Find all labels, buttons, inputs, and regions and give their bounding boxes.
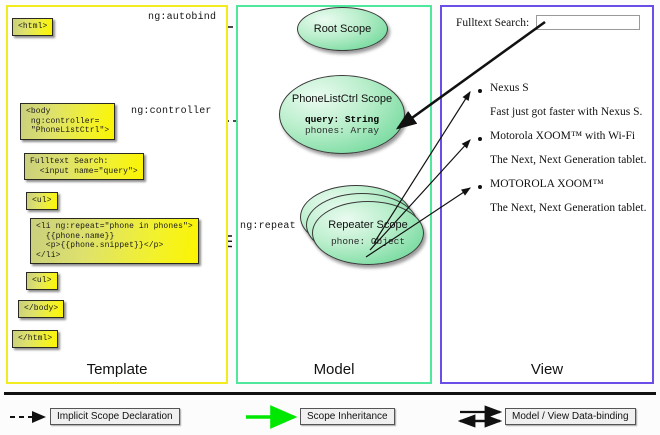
legend-label-model-view-data-binding: Model / View Data-binding [505,408,636,425]
view-search-input[interactable] [536,15,640,30]
column-label-model: Model [313,361,355,378]
root-scope-title: Root Scope [313,22,372,35]
view-bullet-2 [478,185,482,189]
code-box-ul-close: <ul> [26,272,58,290]
repeater-scope-title: Repeater Scope [328,218,408,231]
code-box-html-close: </html> [12,330,59,348]
code-box-fulltext-search: Fulltext Search: <input name="query"> [24,153,144,180]
column-view: View [440,5,654,384]
legend-label-scope-inheritance: Scope Inheritance [300,408,395,425]
phonelistctrl-member-query: query: String [304,113,380,125]
root-scope-ellipse: Root Scope [297,7,388,51]
phonelistctrl-scope-title: PhoneListCtrl Scope [291,92,393,105]
legend-divider [4,392,656,395]
legend-double-arrow [457,405,503,428]
code-box-html-open: <html> [12,18,54,36]
code-box-body-open: <body ng:controller= "PhoneListCtrl"> [20,103,116,140]
label-ng-autobind: ng:autobind [148,12,217,23]
view-item-snippet-2: The Next, Next Generation tablet. [490,202,647,214]
column-template: Template [6,5,228,384]
legend-label-implicit-scope-declaration: Implicit Scope Declaration [50,408,180,425]
code-box-body-close: </body> [18,300,65,318]
column-label-view: View [530,361,564,378]
repeater-member-phone: phone: Object [330,235,406,247]
view-search-label: Fulltext Search: [456,17,530,29]
view-bullet-0 [478,89,482,93]
label-ng-repeat: ng:repeat [240,221,296,232]
view-bullet-1 [478,137,482,141]
label-ng-controller: ng:controller [131,106,212,117]
view-item-name-0: Nexus S [490,82,529,94]
view-item-snippet-1: The Next, Next Generation tablet. [490,154,647,166]
view-item-snippet-0: Fast just got faster with Nexus S. [490,106,643,118]
phonelistctrl-scope-ellipse: PhoneListCtrl Scope query: String phones… [279,75,405,154]
phonelistctrl-member-phones: phones: Array [304,125,380,136]
view-item-name-2: MOTOROLA XOOM™ [490,178,604,190]
code-box-ul-open: <ul> [26,192,58,210]
view-item-name-1: Motorola XOOM™ with Wi-Fi [490,130,636,142]
column-label-template: Template [86,361,148,378]
repeater-scope-ellipse: Repeater Scope phone: Object [312,201,424,265]
code-box-li-repeat: <li ng:repeat="phone in phones"> {{phone… [30,218,199,264]
